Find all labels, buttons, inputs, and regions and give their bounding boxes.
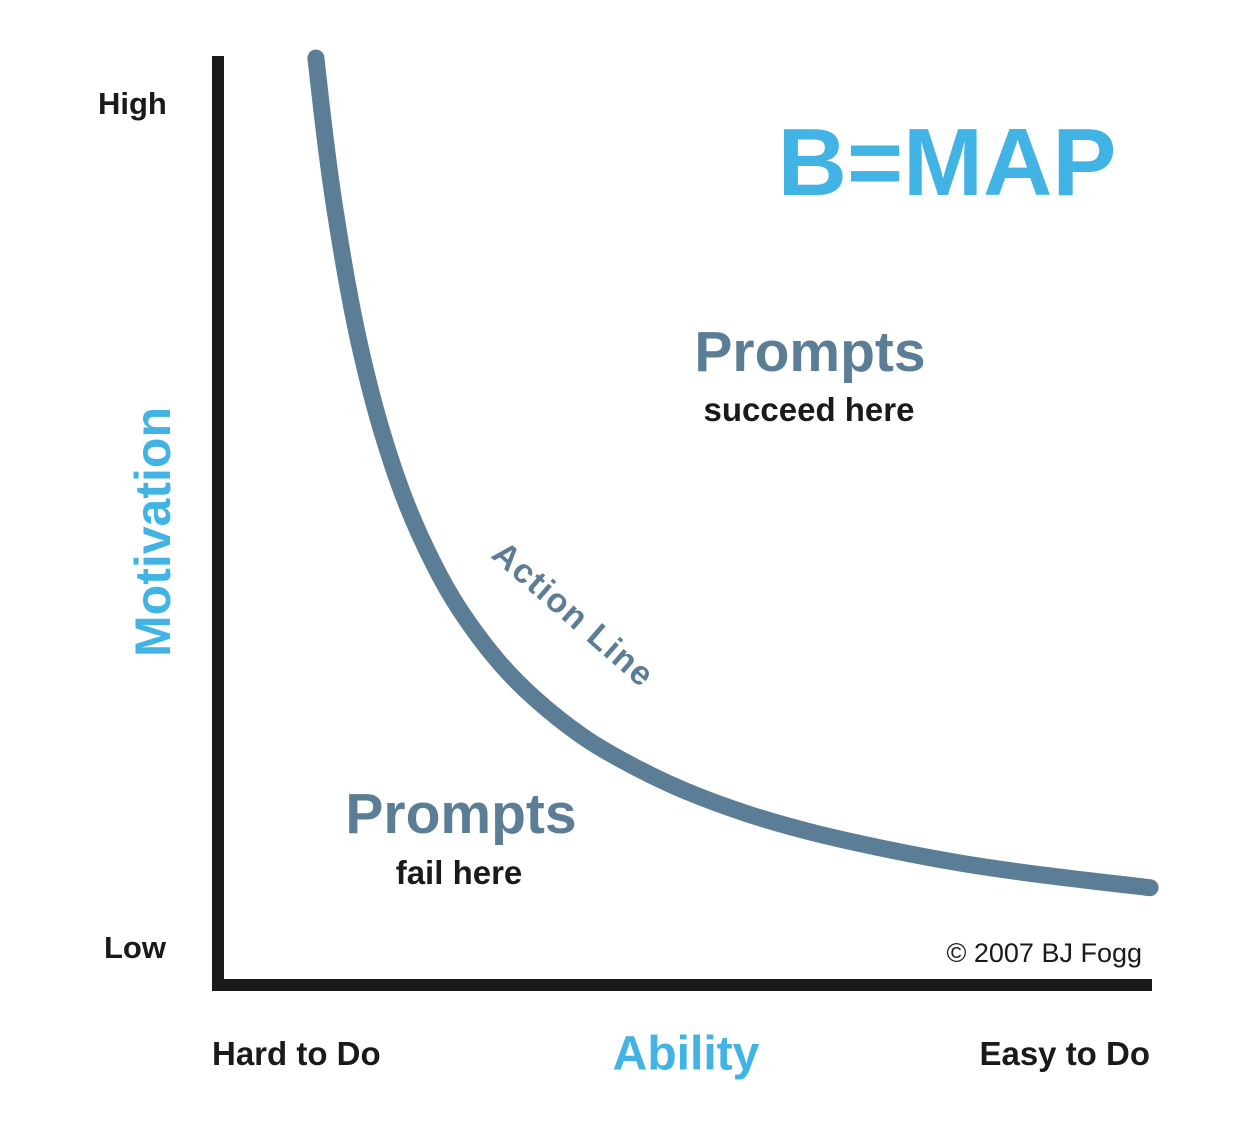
y-axis-high-label: High: [98, 86, 167, 121]
x-axis-easy-label: Easy to Do: [979, 1035, 1150, 1072]
x-axis-hard-label: Hard to Do: [212, 1035, 381, 1072]
copyright-label: © 2007 BJ Fogg: [946, 938, 1142, 968]
ability-axis-label: Ability: [612, 1027, 760, 1081]
bmap-title: B=MAP: [777, 109, 1117, 216]
prompts-fail-title: Prompts: [345, 782, 577, 846]
y-axis-low-label: Low: [104, 930, 166, 965]
prompts-fail-subtitle: fail here: [395, 854, 523, 891]
prompts-succeed-subtitle: succeed here: [703, 391, 915, 428]
motivation-axis-label: Motivation: [125, 407, 181, 657]
action-line-curve: [307, 49, 1159, 897]
prompts-succeed-title: Prompts: [694, 320, 926, 384]
